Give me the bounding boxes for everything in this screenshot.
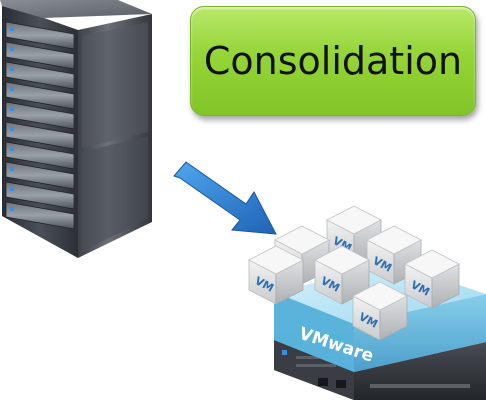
drive-bay-led: [10, 107, 14, 111]
drive-bay: [5, 101, 75, 130]
consolidation-title-badge: Consolidation: [190, 6, 476, 116]
drive-bay-led: [10, 167, 14, 171]
drive-bay-led: [10, 87, 14, 91]
drive-bay-led: [10, 187, 14, 191]
title-text: Consolidation: [203, 39, 463, 83]
vm-cube: VM: [314, 245, 370, 305]
drive-bay-led: [10, 127, 14, 131]
server-rack-icon: [0, 0, 152, 258]
drive-bay: [5, 81, 75, 110]
vm-cube: VM: [366, 225, 422, 285]
drive-bay: [5, 201, 75, 230]
drive-bay: [5, 161, 75, 190]
drive-bay: [5, 121, 75, 150]
vm-cubes: VMVMVMVMVMVMVM: [248, 205, 460, 341]
drive-bay-led: [10, 207, 14, 211]
vm-cube: VM: [352, 281, 408, 341]
drive-bay-led: [10, 27, 14, 31]
drive-bay: [5, 61, 75, 90]
vm-cube: VM: [404, 249, 460, 309]
drive-bay: [5, 181, 75, 210]
arrow-right-down-icon: [173, 161, 277, 235]
drive-bay: [5, 41, 75, 70]
drive-bay-led: [10, 67, 14, 71]
vm-cube: VM: [248, 245, 304, 305]
host-server-icon: [274, 340, 486, 400]
drive-bay-led: [10, 47, 14, 51]
drive-bay-led: [10, 147, 14, 151]
drive-bay: [5, 21, 75, 50]
drive-bay: [5, 141, 75, 170]
